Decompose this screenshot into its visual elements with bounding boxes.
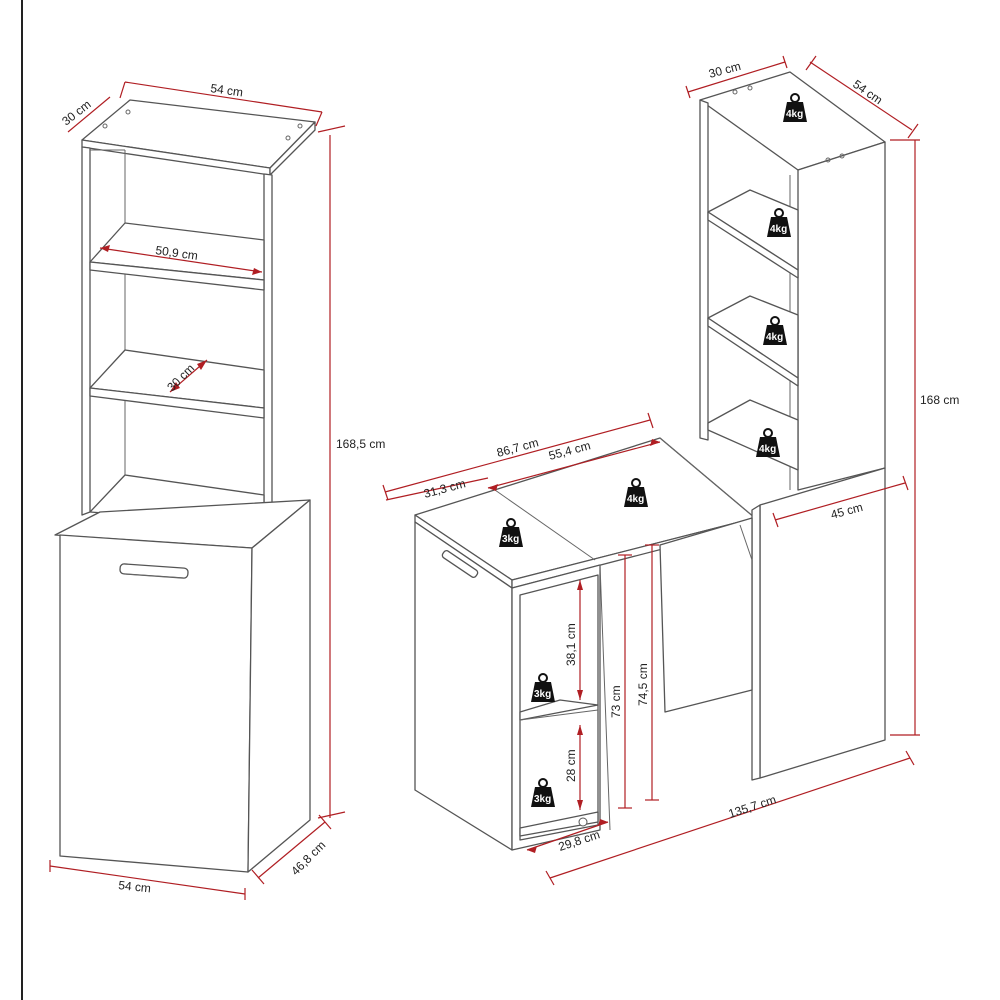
svg-text:4kg: 4kg — [786, 109, 803, 120]
svg-text:3kg: 3kg — [534, 794, 551, 805]
svg-text:4kg: 4kg — [770, 224, 787, 235]
closed-cabinet — [54, 99, 316, 873]
svg-text:3kg: 3kg — [534, 689, 551, 700]
desk-cabinet-handle — [441, 550, 479, 578]
tower-right-panel — [797, 141, 886, 491]
lower-cabinet-side — [247, 499, 311, 873]
niche-lower-label: 28 cm — [564, 749, 578, 782]
svg-text:3kg: 3kg — [502, 534, 519, 545]
caster-wheel — [578, 817, 588, 827]
weight-tower-top: 4kg — [783, 93, 807, 122]
desk-height-outer-label: 74,5 cm — [636, 663, 650, 706]
open-configuration — [414, 71, 886, 851]
weight-desk-left: 3kg — [499, 518, 523, 547]
closed-width-bottom-label: 54 cm — [118, 878, 152, 895]
total-width-label: 135,7 cm — [727, 792, 778, 821]
closed-width-top-label: 54 cm — [210, 81, 244, 99]
desk-height-label: 73 cm — [609, 685, 623, 718]
closed-depth-top-label: 30 cm — [59, 97, 93, 128]
hutch-right-side — [263, 173, 273, 531]
svg-text:4kg: 4kg — [759, 444, 776, 455]
weight-niche-lower: 3kg — [531, 778, 555, 807]
svg-text:4kg: 4kg — [627, 494, 644, 505]
lower-cabinet-door — [59, 534, 253, 873]
closed-depth-bottom-label: 46,8 cm — [288, 838, 328, 878]
open-height-label: 168 cm — [920, 393, 959, 407]
niche-shelf — [519, 699, 599, 721]
shelf-width-label: 50,9 cm — [155, 243, 199, 263]
weights: 4kg 4kg 4kg 4kg 4kg 3kg — [499, 93, 807, 807]
weight-tower-shelf-3: 4kg — [756, 428, 780, 457]
hutch-left-side — [81, 146, 91, 516]
weight-niche-upper: 3kg — [531, 673, 555, 702]
niche-upper-label: 38,1 cm — [564, 623, 578, 666]
weight-desk-top: 4kg — [624, 478, 648, 507]
open-top-width-label: 54 cm — [850, 77, 885, 107]
closed-height-label: 168,5 cm — [336, 437, 385, 451]
right-lower-door — [759, 467, 886, 779]
weight-tower-shelf-1: 4kg — [767, 208, 791, 237]
weight-tower-shelf-2: 4kg — [763, 316, 787, 345]
open-top-depth-label: 30 cm — [707, 59, 742, 81]
tower-side-left — [699, 99, 709, 441]
middle-panel — [659, 517, 753, 713]
svg-text:4kg: 4kg — [766, 332, 783, 343]
